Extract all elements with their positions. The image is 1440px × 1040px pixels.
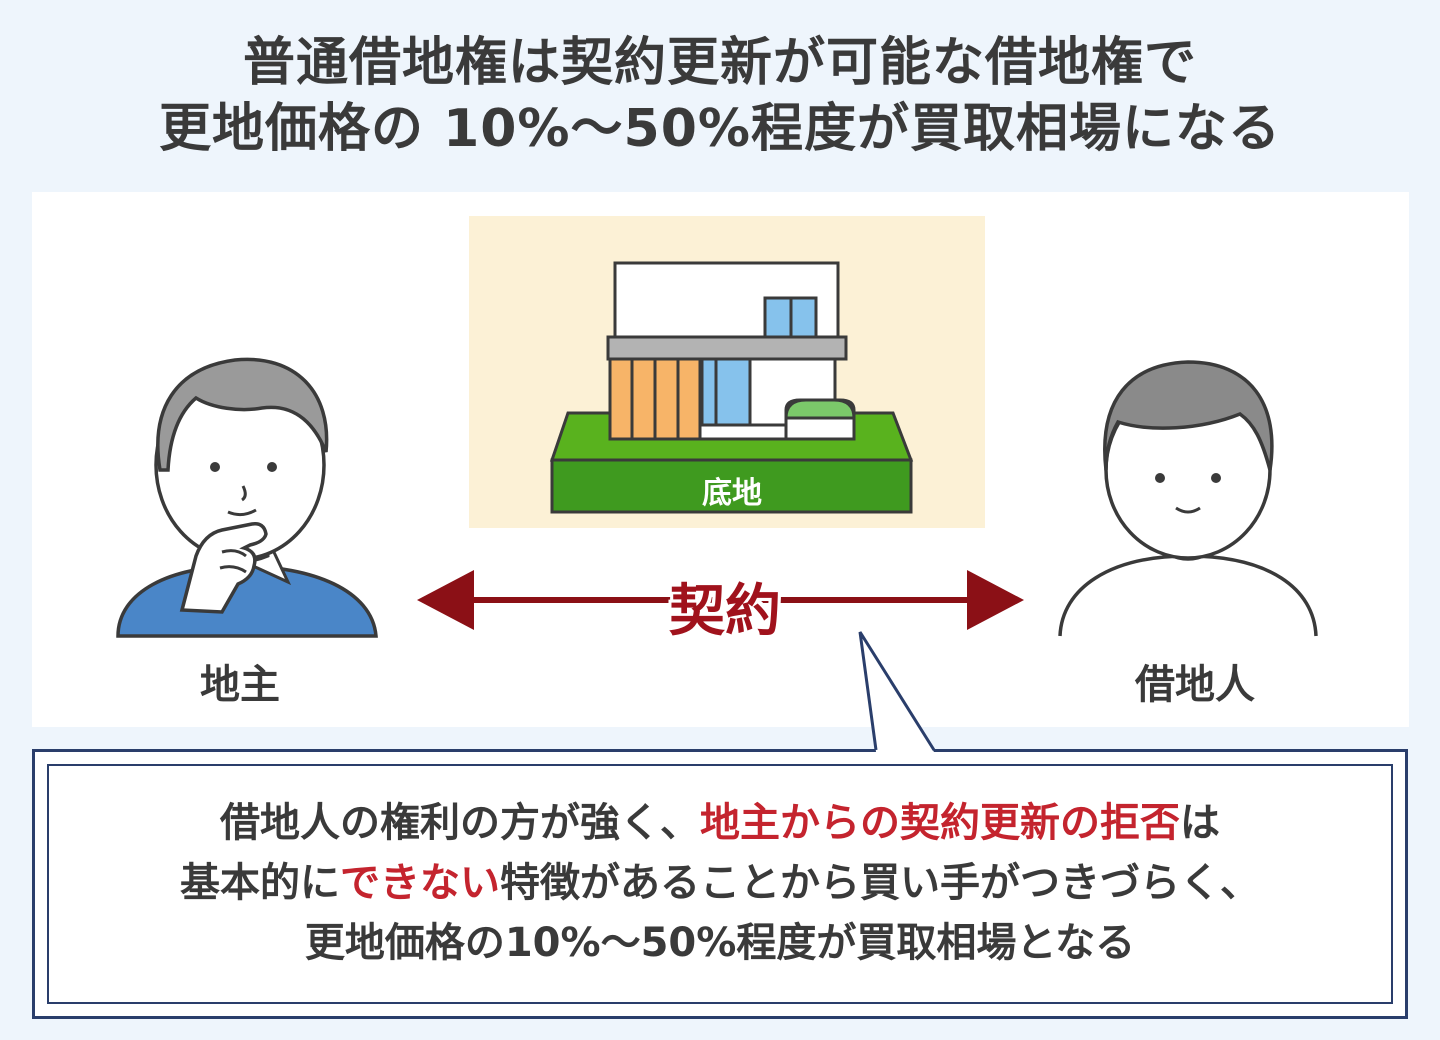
note-line-1: 借地人の権利の方が強く、地主からの契約更新の拒否は [40, 793, 1400, 853]
page-title: 普通借地権は契約更新が可能な借地権で 更地価格の 10%〜50%程度が買取相場に… [0, 30, 1440, 162]
note-line-2-tail: 特徴があることから買い手がつきづらく、 [500, 860, 1260, 906]
note-line-2-text: 基本的に [180, 860, 340, 906]
tenant-person-icon [1058, 360, 1318, 637]
contract-label: 契約 [669, 579, 781, 644]
note-line-1-text: 借地人の権利の方が強く、 [220, 800, 700, 846]
title-line-2: 更地価格の 10%〜50%程度が買取相場になる [158, 99, 1282, 159]
note-text: 借地人の権利の方が強く、地主からの契約更新の拒否は 基本的にできない特徴があるこ… [40, 793, 1400, 973]
landowner-person-icon [116, 357, 378, 638]
note-line-2: 基本的にできない特徴があることから買い手がつきづらく、 [40, 853, 1400, 913]
double-arrow-icon [417, 570, 1024, 630]
tenant-label: 借地人 [1135, 662, 1255, 708]
note-line-2-highlight: できない [340, 860, 500, 906]
note-box [32, 749, 1408, 1019]
land-label: 底地 [702, 476, 762, 511]
note-inner-frame [47, 764, 1393, 1004]
house-icon [549, 261, 914, 514]
note-line-3: 更地価格の10%〜50%程度が買取相場となる [304, 920, 1136, 966]
title-line-1: 普通借地権は契約更新が可能な借地権で [242, 33, 1197, 93]
landowner-label: 地主 [200, 662, 280, 708]
note-line-1-highlight: 地主からの契約更新の拒否 [700, 800, 1180, 846]
note-line-1-tail: は [1180, 800, 1220, 846]
